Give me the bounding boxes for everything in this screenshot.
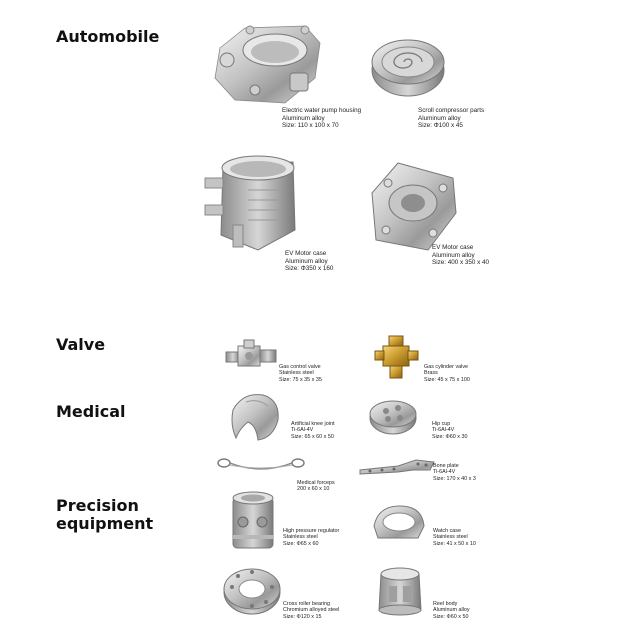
- gas-cylinder-valve-name: Gas cylinder valve: [424, 364, 469, 370]
- ev-motor-case-1-name: EV Motor case: [285, 250, 327, 257]
- bone-plate-caption: Bone plate Ti-6Al-4V Size: 170 x 40 x 3: [433, 463, 476, 482]
- hip-cup-image: [369, 400, 417, 435]
- bone-plate-size: Size: 170 x 40 x 3: [433, 475, 476, 482]
- gas-control-valve-size: Size: 75 x 35 x 35: [279, 376, 322, 383]
- reel-body-caption: Reel body Aluminum alloy Size: Φ60 x 50: [433, 601, 470, 620]
- ev-motor-case-1-image: [204, 155, 296, 251]
- water-pump-size: Size: 110 x 100 x 70: [282, 122, 339, 130]
- cross-roller-bearing-name: Cross roller bearing: [283, 601, 331, 607]
- gas-control-valve-material: Stainless steel: [279, 370, 314, 377]
- ev-motor-case-2-name: EV Motor case: [432, 244, 474, 251]
- scroll-compressor-name: Scroll compressor parts: [418, 107, 485, 114]
- medical-forceps-size: 200 x 60 x 10: [297, 486, 330, 493]
- knee-joint-caption: Artificial knee joint Ti-6Al-4V Size: 65…: [291, 421, 334, 440]
- gas-control-valve-name: Gas control valve: [279, 364, 321, 370]
- cross-roller-bearing-size: Size: Φ120 x 15: [283, 613, 322, 620]
- ev-motor-case-2-size: Size: 400 x 350 x 40: [432, 259, 490, 267]
- scroll-compressor-material: Aluminum alloy: [418, 114, 461, 122]
- ev-motor-case-1-caption: EV Motor case Aluminum alloy Size: Φ350 …: [285, 250, 333, 273]
- ev-motor-case-2-image: [371, 162, 457, 251]
- section-title-precision-line1: Precision: [56, 496, 139, 515]
- gas-control-valve-image: [225, 339, 277, 367]
- scroll-compressor-image: [371, 39, 445, 97]
- ev-motor-case-2-caption: EV Motor case Aluminum alloy Size: 400 x…: [432, 244, 489, 267]
- pressure-regulator-caption: High pressure regulator Stainless steel …: [283, 528, 339, 547]
- watch-case-size: Size: 41 x 50 x 10: [433, 540, 476, 547]
- watch-case-caption: Watch case Stainless steel Size: 41 x 50…: [433, 528, 476, 547]
- cross-roller-bearing-caption: Cross roller bearing Chromium alloyed st…: [283, 601, 339, 620]
- hip-cup-name: Hip cup: [432, 421, 451, 427]
- gas-cylinder-valve-caption: Gas cylinder valve Brass Size: 45 x 75 x…: [424, 364, 470, 383]
- scroll-compressor-caption: Scroll compressor parts Aluminum alloy S…: [418, 107, 484, 130]
- hip-cup-size: Size: Φ60 x 30: [432, 433, 468, 440]
- cross-roller-bearing-image: [223, 568, 281, 615]
- watch-case-material: Stainless steel: [433, 534, 468, 541]
- pressure-regulator-name: High pressure regulator: [283, 528, 340, 534]
- section-title-automobile: Automobile: [56, 27, 160, 46]
- ev-motor-case-1-material: Aluminum alloy: [285, 257, 328, 265]
- ev-motor-case-2-material: Aluminum alloy: [432, 251, 475, 259]
- watch-case-image: [373, 505, 425, 539]
- reel-body-name: Reel body: [433, 601, 458, 607]
- gas-cylinder-valve-material: Brass: [424, 370, 438, 377]
- section-title-precision-line2: equipment: [56, 514, 154, 533]
- section-title-valve: Valve: [56, 335, 106, 354]
- bone-plate-material: Ti-6Al-4V: [433, 469, 456, 476]
- gas-cylinder-valve-size: Size: 45 x 75 x 100: [424, 376, 470, 383]
- knee-joint-material: Ti-6Al-4V: [291, 427, 314, 434]
- medical-forceps-caption: Medical forceps 200 x 60 x 10: [297, 480, 335, 493]
- water-pump-name: Electric water pump housing: [282, 107, 362, 114]
- bone-plate-image: [359, 459, 435, 475]
- hip-cup-material: Ti-6Al-4V: [432, 427, 455, 434]
- reel-body-size: Size: Φ60 x 50: [433, 613, 469, 620]
- water-pump-material: Aluminum alloy: [282, 114, 325, 122]
- pressure-regulator-material: Stainless steel: [283, 534, 318, 541]
- pressure-regulator-image: [232, 491, 274, 549]
- gas-cylinder-valve-image: [374, 335, 419, 379]
- medical-forceps-name: Medical forceps: [297, 480, 335, 486]
- watch-case-name: Watch case: [433, 528, 461, 534]
- bone-plate-name: Bone plate: [433, 463, 459, 469]
- ev-motor-case-1-size: Size: Φ350 x 160: [285, 265, 334, 273]
- pressure-regulator-size: Size: Φ65 x 60: [283, 540, 319, 547]
- water-pump-caption: Electric water pump housing Aluminum all…: [282, 107, 361, 130]
- knee-joint-name: Artificial knee joint: [291, 421, 335, 427]
- medical-forceps-image: [217, 458, 305, 470]
- section-title-precision-equipment: Precision equipment: [56, 497, 153, 533]
- water-pump-housing-image: [214, 25, 321, 104]
- cross-roller-bearing-material: Chromium alloyed steel: [283, 607, 340, 614]
- hip-cup-caption: Hip cup Ti-6Al-4V Size: Φ60 x 30: [432, 421, 467, 440]
- knee-joint-image: [231, 394, 279, 441]
- section-title-medical: Medical: [56, 402, 126, 421]
- reel-body-material: Aluminum alloy: [433, 607, 470, 614]
- knee-joint-size: Size: 65 x 60 x 50: [291, 433, 334, 440]
- reel-body-image: [378, 567, 422, 616]
- scroll-compressor-size: Size: Φ100 x 45: [418, 122, 463, 130]
- gas-control-valve-caption: Gas control valve Stainless steel Size: …: [279, 364, 322, 383]
